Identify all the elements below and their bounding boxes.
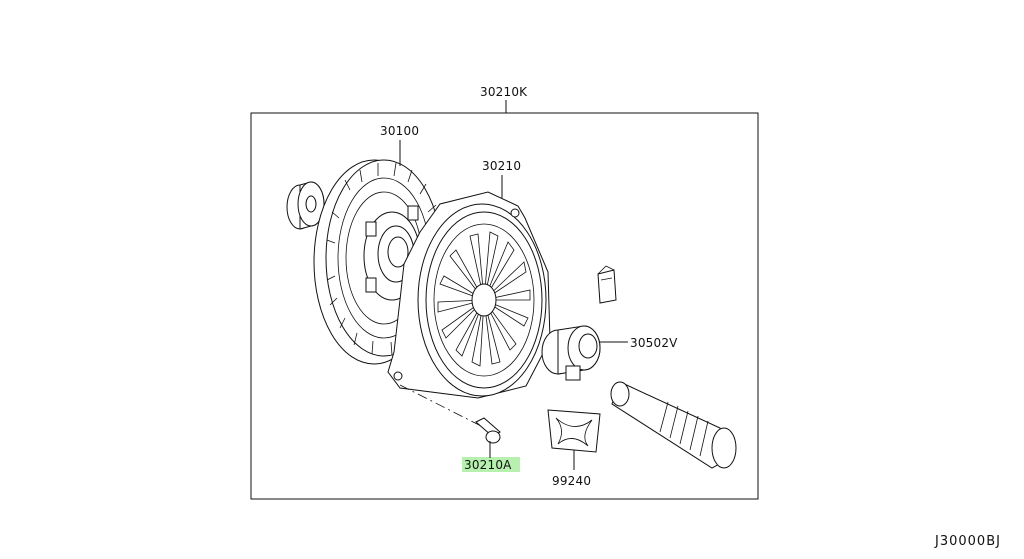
kit-label[interactable]: 30210K — [480, 85, 528, 99]
clutch-cover-part — [387, 191, 551, 399]
pilot-bushing-part — [286, 181, 325, 230]
clutch-cover-label[interactable]: 30210 — [482, 159, 521, 173]
alignment-centerline — [399, 384, 486, 429]
grease-pack-part — [547, 409, 601, 453]
drawing-code: J30000BJ — [934, 534, 1001, 549]
release-bearing-part — [541, 325, 601, 381]
grease-label[interactable]: 99240 — [552, 474, 591, 488]
bolt-label[interactable]: 30210A — [464, 458, 512, 472]
bolt-part — [475, 417, 501, 444]
input-shaft-part — [610, 381, 737, 469]
bolt-label-highlight — [462, 457, 520, 472]
kit-frame — [250, 112, 759, 500]
instruction-sheet-icon — [597, 265, 617, 304]
clutch-disc-label[interactable]: 30100 — [380, 124, 419, 138]
release-bearing-label[interactable]: 30502V — [630, 336, 678, 350]
